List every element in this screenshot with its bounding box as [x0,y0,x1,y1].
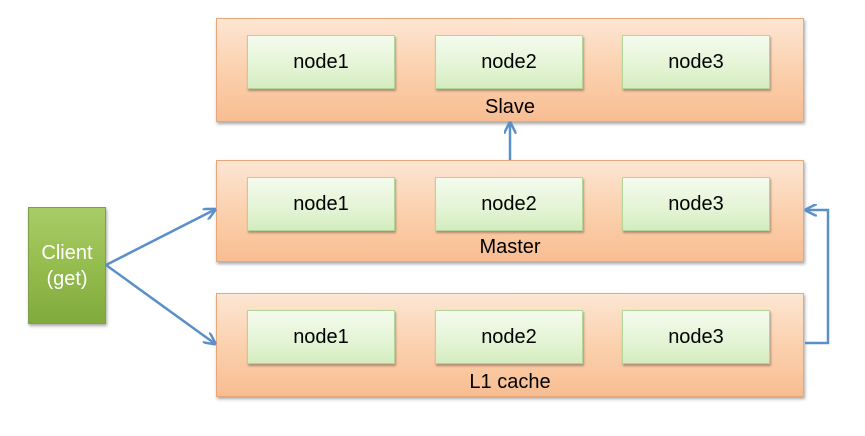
slave-tier: node1 node2 node3 Slave [216,18,804,122]
slave-node2: node2 [435,35,583,89]
master-node1: node1 [247,177,395,231]
arrow-client-to-l1-cache [105,263,214,343]
master-node3: node3 [622,177,770,231]
l1-cache-node1: node1 [247,310,395,364]
slave-node3: node3 [622,35,770,89]
master-node2: node2 [435,177,583,231]
slave-node1: node1 [247,35,395,89]
master-label: Master [479,236,541,258]
arrow-l1-cache-to-master [805,210,830,345]
client-label-line2: (get) [46,267,88,290]
arrow-client-to-master [105,210,214,267]
slave-label: Slave [484,96,536,118]
l1-cache-tier: node1 node2 node3 L1 cache [216,293,804,397]
l1-cache-node3: node3 [622,310,770,364]
l1-cache-label: L1 cache [469,371,551,393]
l1-cache-node2: node2 [435,310,583,364]
master-tier: node1 node2 node3 Master [216,160,804,262]
client-label-line1: Client [41,241,93,264]
client-box: Client (get) [28,207,106,324]
